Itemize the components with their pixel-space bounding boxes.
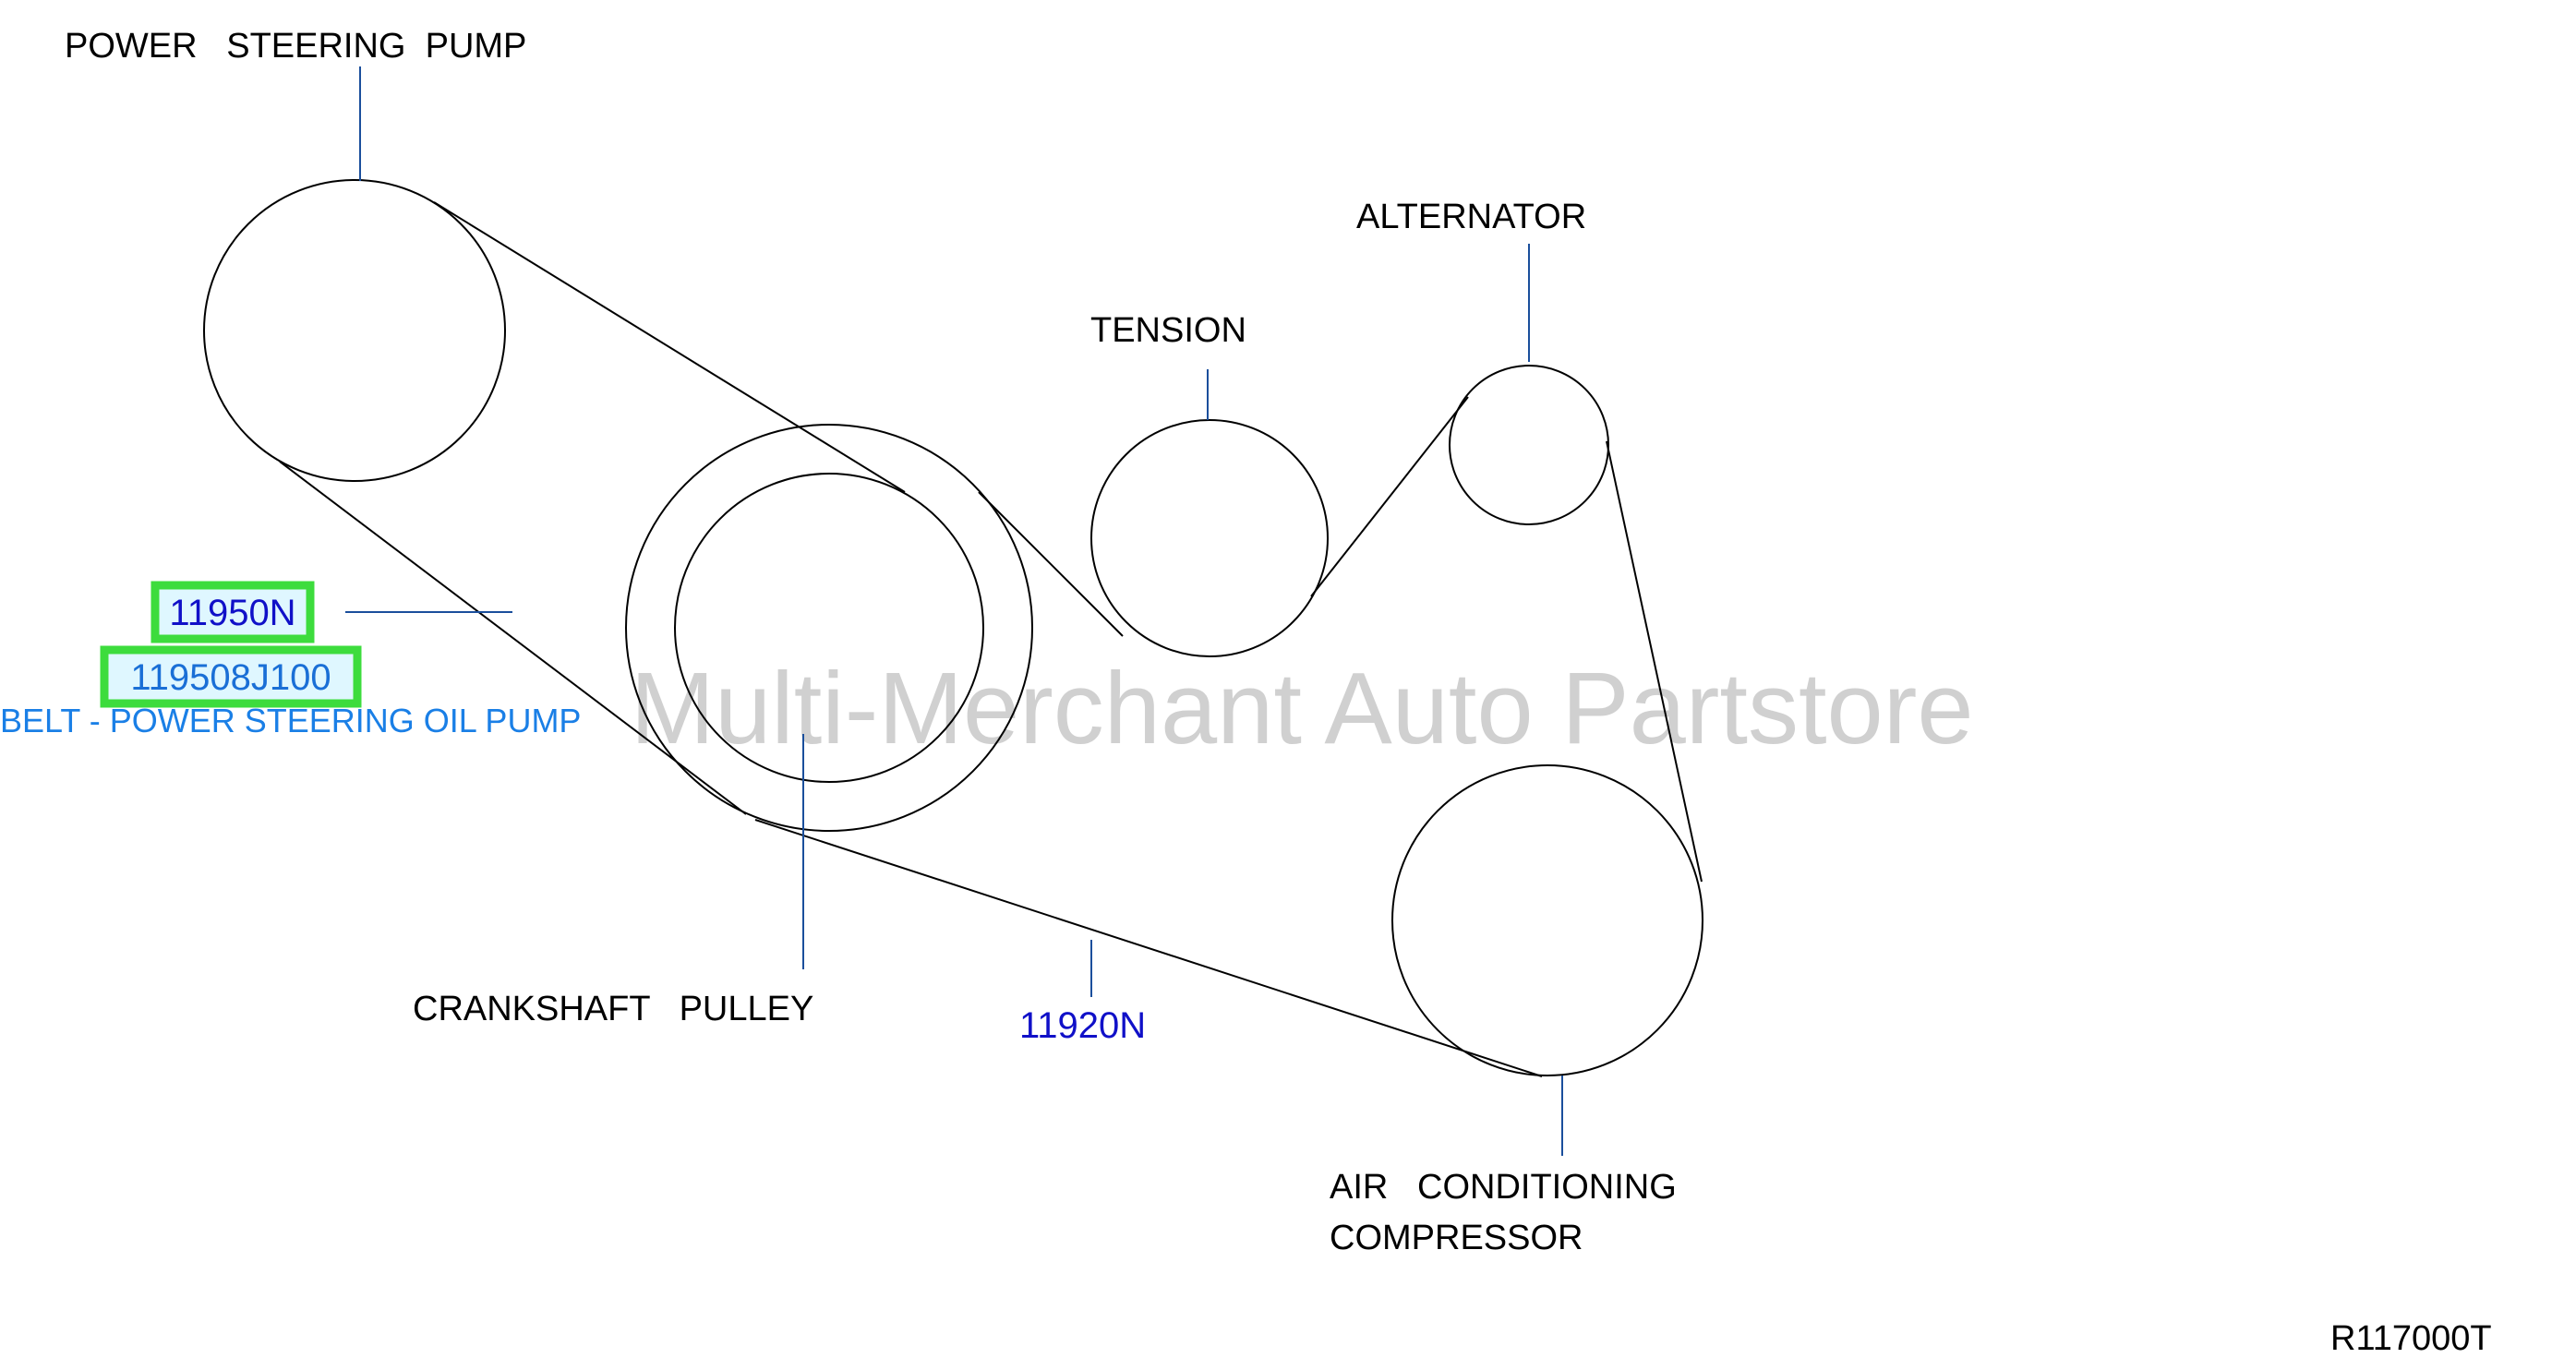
part-ref-11950n-highlight[interactable] [150, 581, 315, 643]
main-belt-alternator-to-ac [1606, 440, 1703, 883]
part-number-119508j100-highlight[interactable] [100, 645, 362, 708]
diagram-code: R117000T [2330, 1319, 2492, 1358]
crankshaft-pulley-outer [625, 424, 1033, 832]
part-number-119508j100[interactable]: 119508J100 [130, 657, 331, 698]
main-belt-tension-to-alternator [1310, 396, 1469, 597]
label-alternator: ALTERNATOR [1356, 198, 1586, 236]
main-belt-crank-to-tension [978, 491, 1124, 637]
ac-compressor-pulley [1391, 764, 1703, 1076]
watermark-text: Multi-Merchant Auto Partstore [630, 652, 1973, 765]
label-crankshaft-pulley: CRANKSHAFT PULLEY [413, 990, 813, 1028]
part-ref-11920n[interactable]: 11920N [1019, 1005, 1146, 1046]
label-power-steering-pump: POWER STEERING PUMP [65, 27, 526, 66]
part-description-belt-ps-oil-pump[interactable]: BELT - POWER STEERING OIL PUMP [0, 702, 581, 739]
label-tension: TENSION [1090, 311, 1246, 350]
main-belt-ac-to-crank [754, 819, 1543, 1077]
crankshaft-pulley-inner [674, 473, 984, 783]
power-steering-pump-pulley [203, 179, 506, 482]
tension-pulley [1090, 419, 1329, 657]
label-air-conditioning: AIR CONDITIONING [1330, 1168, 1677, 1207]
ps-belt-upper-segment [433, 201, 906, 493]
label-compressor: COMPRESSOR [1330, 1219, 1583, 1257]
part-ref-11950n[interactable]: 11950N [169, 593, 295, 633]
alternator-pulley [1449, 365, 1609, 525]
ps-belt-lower-segment [279, 461, 747, 815]
